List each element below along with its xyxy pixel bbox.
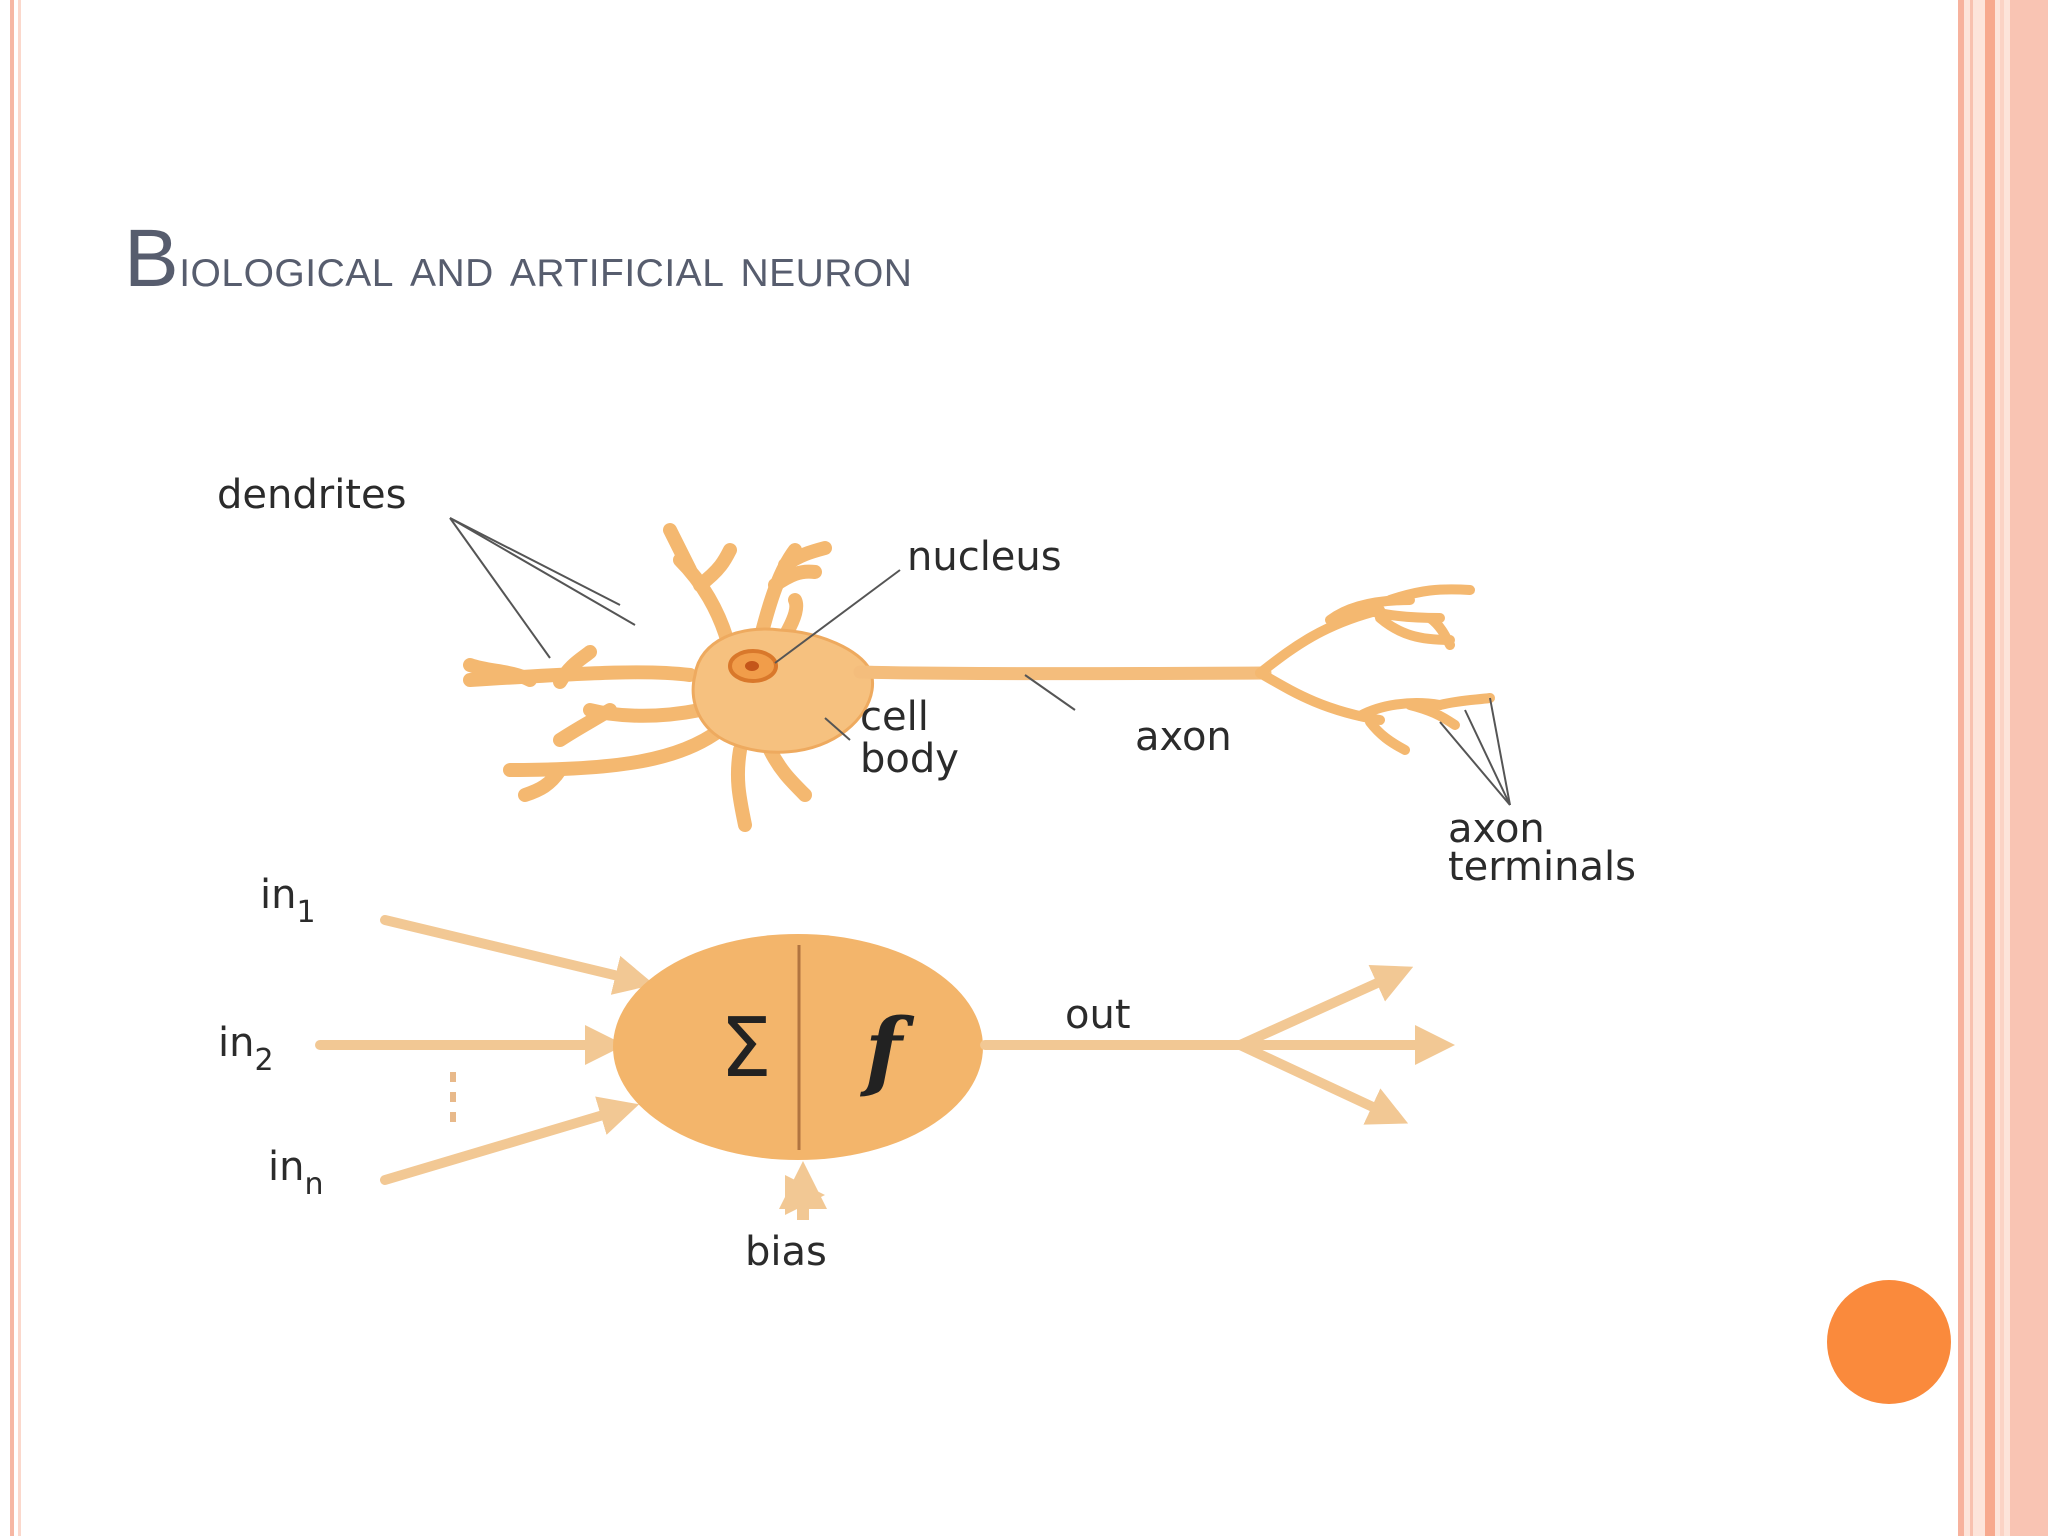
right-border-line	[2000, 0, 2004, 1536]
sum-symbol: Σ	[720, 1001, 772, 1096]
input-2-label: in2	[218, 1020, 274, 1078]
cell-body-shape	[691, 627, 875, 754]
input-arrow-n	[380, 1096, 640, 1185]
nucleus-label: nucleus	[907, 534, 1062, 580]
title-first-letter: B	[124, 213, 180, 304]
pointer-lines	[449, 517, 1511, 806]
orange-dot-decoration	[1827, 1280, 1951, 1404]
bias-label: bias	[745, 1229, 827, 1275]
input-1-label: in1	[260, 872, 316, 930]
biological-neuron: dendrites nucleus cell body axon axon te…	[217, 472, 1636, 890]
axon-shape	[853, 665, 1272, 681]
cell-body-label-line2: body	[860, 736, 959, 782]
artificial-neuron: Σ f in1 in2 inn out bias	[218, 872, 1455, 1275]
cell-body-label-line1: cell	[860, 694, 929, 740]
axon-terminals-label-line2: terminals	[1448, 844, 1636, 890]
output-arrow-top	[1235, 965, 1414, 1050]
axon-terminals-label-line1: axon	[1448, 806, 1545, 852]
left-border-line-thin	[18, 0, 21, 1536]
right-border-line	[1970, 0, 1973, 1536]
output-arrow-bottom	[1235, 1040, 1409, 1125]
output-label: out	[1065, 992, 1131, 1038]
neuron-diagram: dendrites nucleus cell body axon axon te…	[180, 460, 1720, 1290]
axon-label: axon	[1135, 714, 1232, 760]
slide-title: Biological and artificial neuron	[124, 212, 912, 306]
axon-terminals-shape	[1255, 584, 1495, 755]
input-arrow-1	[380, 915, 655, 995]
right-border-line	[1958, 0, 1964, 1536]
left-border-line	[10, 0, 14, 1536]
dendrites-label: dendrites	[217, 472, 406, 518]
input-ellipsis	[450, 1072, 456, 1122]
right-border-line	[2010, 0, 2048, 1536]
nucleolus-shape	[745, 661, 759, 671]
title-rest: iological and artificial neuron	[179, 235, 913, 298]
right-border-line	[1985, 0, 1995, 1536]
input-n-label: inn	[268, 1144, 323, 1202]
